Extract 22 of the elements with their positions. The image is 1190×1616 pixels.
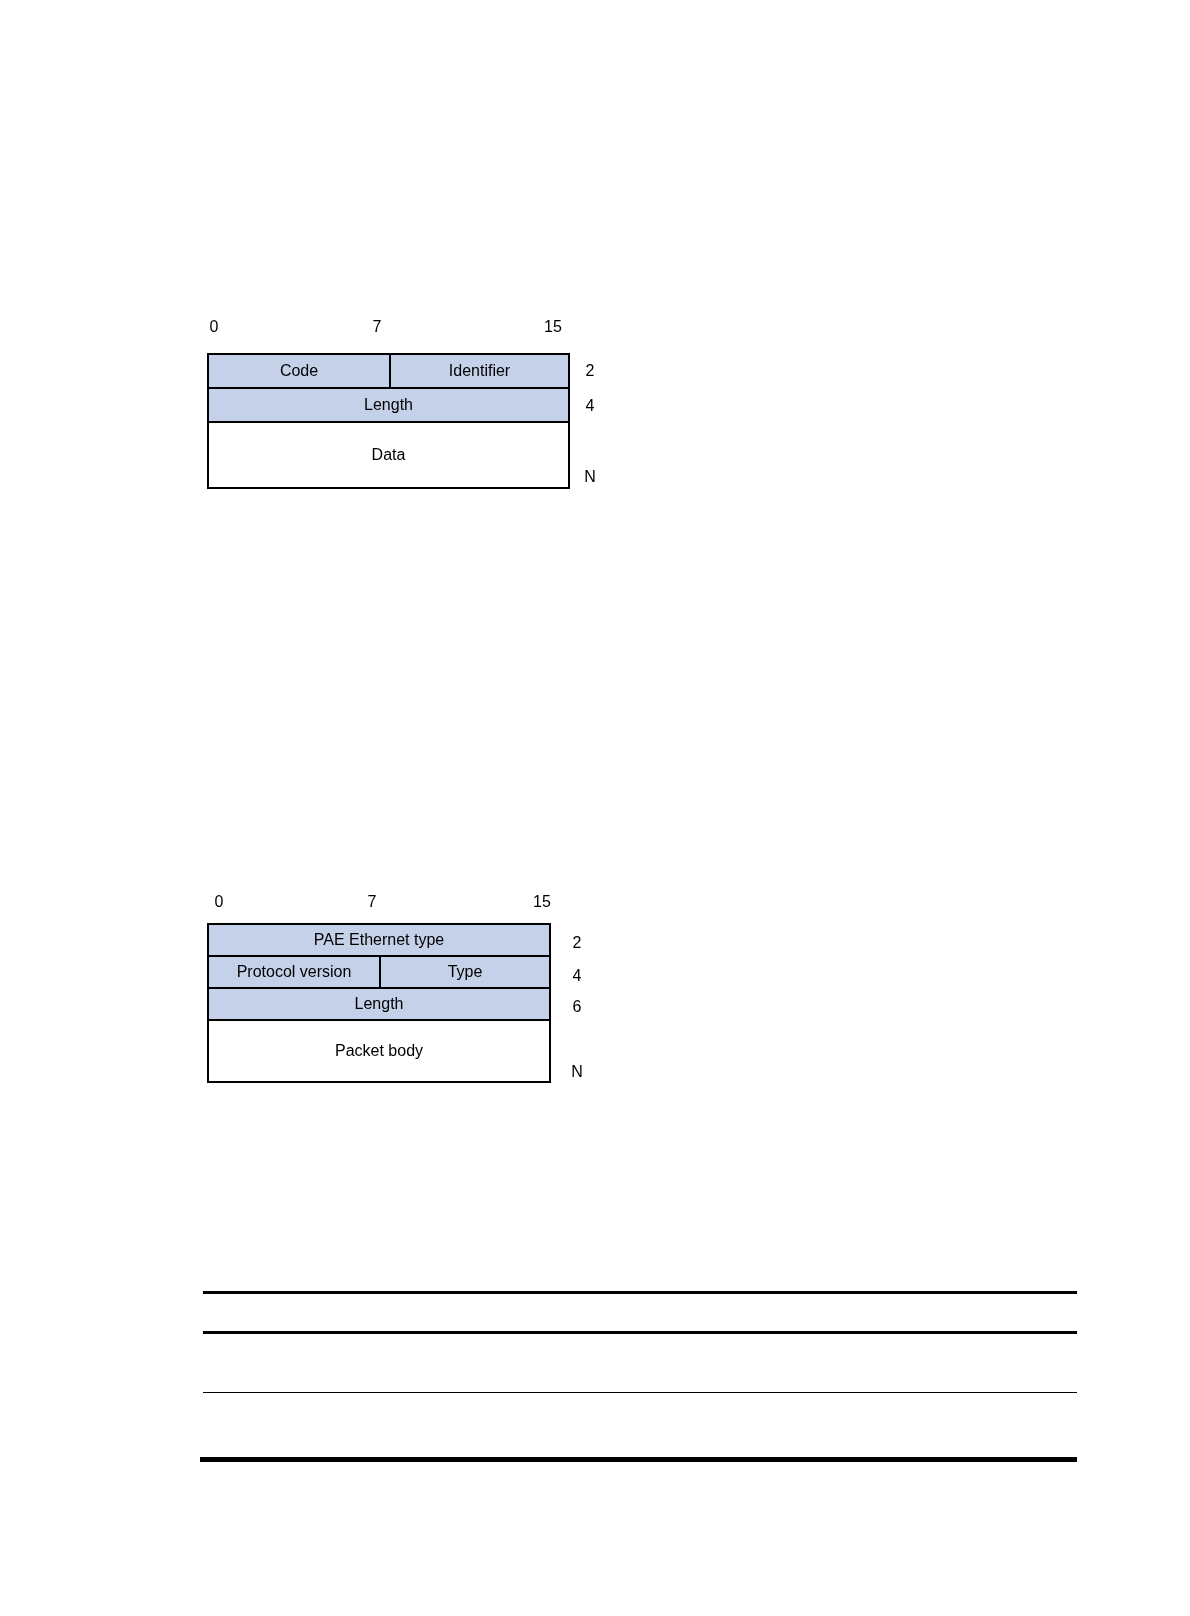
bit-position-number: 15	[533, 894, 551, 910]
header-field: Length	[207, 987, 551, 1021]
header-field: Type	[379, 955, 551, 989]
byte-offset-number: N	[571, 1064, 583, 1080]
byte-offset-number: 4	[585, 398, 595, 414]
byte-offset-number: 2	[585, 363, 595, 379]
bit-position-number: 0	[209, 319, 219, 335]
header-field: Protocol version	[207, 955, 381, 989]
payload-field: Data	[207, 421, 570, 489]
header-field: Length	[207, 387, 570, 423]
byte-offset-number: 2	[572, 935, 582, 951]
byte-offset-number: 6	[572, 999, 582, 1015]
bit-position-number: 7	[372, 319, 382, 335]
header-field: PAE Ethernet type	[207, 923, 551, 957]
header-field: Identifier	[389, 353, 570, 389]
payload-field: Packet body	[207, 1019, 551, 1083]
bit-position-number: 15	[544, 319, 562, 335]
bit-position-number: 0	[214, 894, 224, 910]
bit-position-number: 7	[367, 894, 377, 910]
header-field: Code	[207, 353, 391, 389]
byte-offset-number: N	[584, 469, 596, 485]
byte-offset-number: 4	[572, 968, 582, 984]
